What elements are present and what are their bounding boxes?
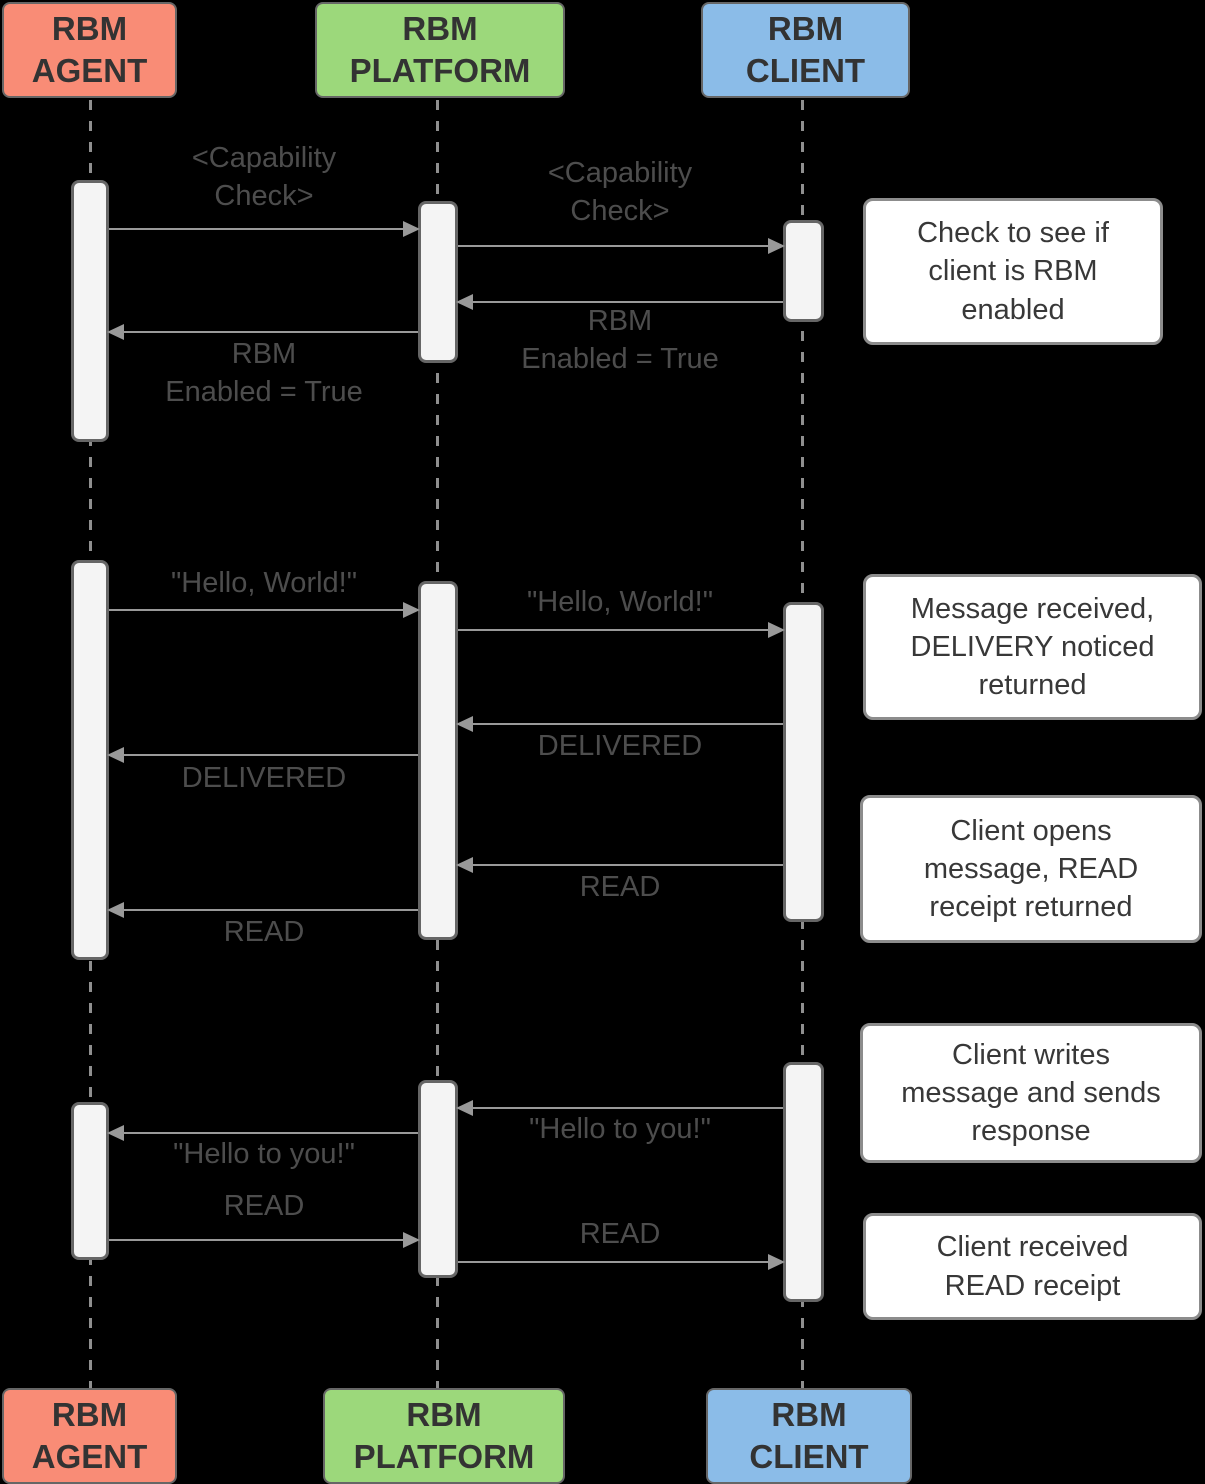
activation-bar-client-3 bbox=[783, 1062, 824, 1302]
actor-box-agent-top: RBM AGENT bbox=[2, 2, 177, 98]
label-hello-world-left: "Hello, World!" bbox=[170, 567, 358, 599]
arrow-platform-to-agent-enabled bbox=[107, 324, 418, 340]
actor-box-client-top: RBM CLIENT bbox=[701, 2, 910, 98]
arrow-platform-to-agent-hello-to-you bbox=[107, 1125, 418, 1141]
arrow-platform-to-client-capability bbox=[458, 238, 785, 254]
activation-bar-agent-2 bbox=[71, 560, 109, 960]
actor-box-platform-top: RBM PLATFORM bbox=[315, 2, 565, 98]
label-read-right-1: READ bbox=[579, 871, 661, 903]
label-delivered-right: DELIVERED bbox=[537, 730, 703, 762]
activation-bar-platform-2 bbox=[418, 581, 458, 940]
activation-bar-platform-3 bbox=[418, 1080, 458, 1278]
arrow-platform-to-client-hello bbox=[458, 622, 785, 638]
arrow-platform-to-agent-delivered bbox=[107, 747, 418, 763]
label-read-left-2: READ bbox=[223, 1190, 305, 1222]
arrow-client-to-platform-read bbox=[456, 857, 783, 873]
activation-bar-agent-1 bbox=[71, 180, 109, 442]
arrow-agent-to-platform-hello bbox=[109, 602, 420, 618]
arrow-client-to-platform-hello-to-you bbox=[456, 1100, 783, 1116]
label-hello-to-you-right: "Hello to you!" bbox=[529, 1113, 711, 1145]
arrow-client-to-platform-enabled bbox=[456, 294, 783, 310]
label-rbm-enabled-left: RBM Enabled = True bbox=[165, 338, 363, 408]
note-capability-check: Check to see if client is RBM enabled bbox=[863, 198, 1163, 345]
activation-bar-platform-1 bbox=[418, 201, 458, 363]
arrow-agent-to-platform-capability bbox=[109, 221, 420, 237]
note-read-received: Client received READ receipt bbox=[863, 1213, 1202, 1320]
note-response: Client writes message and sends response bbox=[860, 1023, 1202, 1163]
label-read-left-1: READ bbox=[223, 916, 305, 948]
label-delivered-left: DELIVERED bbox=[181, 762, 347, 794]
note-read-receipt: Client opens message, READ receipt retur… bbox=[860, 795, 1202, 943]
label-capability-check-left: <Capability Check> bbox=[191, 142, 337, 212]
note-delivery: Message received, DELIVERY noticed retur… bbox=[863, 574, 1202, 720]
activation-bar-client-2 bbox=[783, 602, 824, 922]
actor-box-platform-bottom: RBM PLATFORM bbox=[323, 1388, 565, 1484]
label-hello-world-right: "Hello, World!" bbox=[526, 586, 714, 618]
arrow-client-to-platform-delivered bbox=[456, 716, 783, 732]
arrow-platform-to-agent-read bbox=[107, 902, 418, 918]
actor-box-agent-bottom: RBM AGENT bbox=[2, 1388, 177, 1484]
label-hello-to-you-left: "Hello to you!" bbox=[173, 1138, 355, 1170]
arrow-agent-to-platform-read2 bbox=[109, 1232, 420, 1248]
arrow-platform-to-client-read2 bbox=[458, 1254, 785, 1270]
label-read-right-2: READ bbox=[579, 1218, 661, 1250]
actor-box-client-bottom: RBM CLIENT bbox=[706, 1388, 912, 1484]
activation-bar-client-1 bbox=[783, 220, 824, 322]
label-rbm-enabled-right: RBM Enabled = True bbox=[521, 305, 719, 375]
label-capability-check-right: <Capability Check> bbox=[547, 157, 693, 227]
activation-bar-agent-3 bbox=[71, 1102, 109, 1260]
